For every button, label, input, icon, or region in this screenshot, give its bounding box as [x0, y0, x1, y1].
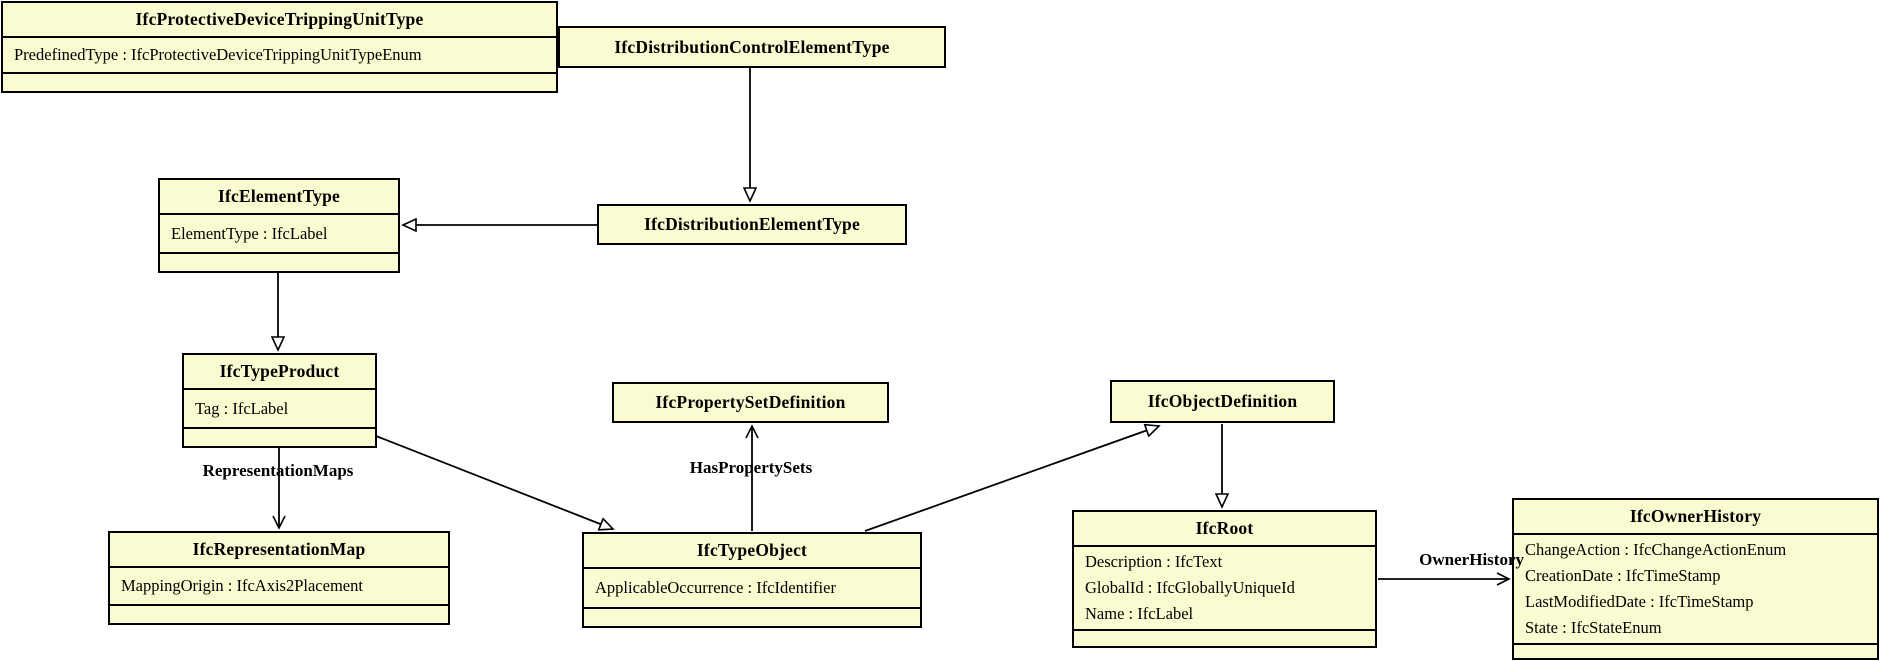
class-empty-compartment	[584, 607, 920, 626]
edge-generalization-typeobject-to-objectdefinition	[864, 426, 1159, 532]
class-box-ifc-protective-device-tripping-unit-type[interactable]: IfcProtectiveDeviceTrippingUnitType Pred…	[1, 1, 558, 93]
class-attributes: Tag : IfcLabel	[184, 388, 375, 427]
class-box-ifc-distribution-element-type[interactable]: IfcDistributionElementType	[597, 204, 907, 245]
class-attributes: PredefinedType : IfcProtectiveDeviceTrip…	[3, 36, 556, 72]
class-title: IfcProtectiveDeviceTrippingUnitType	[135, 9, 424, 29]
class-box-ifc-element-type[interactable]: IfcElementType ElementType : IfcLabel	[158, 178, 400, 273]
class-attributes: ApplicableOccurrence : IfcIdentifier	[584, 567, 920, 607]
class-title: IfcTypeObject	[696, 540, 808, 560]
class-box-ifc-distribution-control-element-type[interactable]: IfcDistributionControlElementType	[558, 26, 946, 68]
class-title: IfcOwnerHistory	[1629, 506, 1762, 526]
class-title: IfcElementType	[217, 186, 341, 206]
edge-generalization-typeproduct-to-typeobject	[375, 435, 613, 529]
class-attributes: ChangeAction : IfcChangeActionEnum Creat…	[1514, 533, 1877, 643]
attribute-line: Description : IfcText	[1085, 552, 1223, 571]
has-property-sets-label: HasPropertySets	[689, 458, 813, 477]
class-title: IfcRepresentationMap	[192, 539, 366, 559]
class-box-ifc-property-set-definition[interactable]: IfcPropertySetDefinition	[612, 382, 889, 423]
class-empty-compartment	[160, 252, 398, 271]
attribute-line: ApplicableOccurrence : IfcIdentifier	[595, 578, 836, 597]
class-title: IfcPropertySetDefinition	[655, 392, 846, 412]
class-box-ifc-root[interactable]: IfcRoot Description : IfcText GlobalId :…	[1072, 510, 1377, 648]
attribute-line: ChangeAction : IfcChangeActionEnum	[1525, 540, 1787, 559]
class-title: IfcTypeProduct	[219, 361, 340, 381]
attribute-line: PredefinedType : IfcProtectiveDeviceTrip…	[14, 45, 422, 64]
class-box-ifc-type-product[interactable]: IfcTypeProduct Tag : IfcLabel	[182, 353, 377, 448]
class-title: IfcRoot	[1195, 518, 1254, 538]
class-attributes: ElementType : IfcLabel	[160, 213, 398, 252]
attribute-line: State : IfcStateEnum	[1525, 618, 1662, 637]
attribute-line: MappingOrigin : IfcAxis2Placement	[121, 576, 363, 595]
class-box-ifc-type-object[interactable]: IfcTypeObject ApplicableOccurrence : Ifc…	[582, 532, 922, 628]
attribute-line: GlobalId : IfcGloballyUniqueId	[1085, 578, 1295, 597]
attribute-line: LastModifiedDate : IfcTimeStamp	[1525, 592, 1754, 611]
class-title: IfcObjectDefinition	[1147, 391, 1298, 411]
representation-maps-label: RepresentationMaps	[202, 461, 354, 480]
attribute-line: Tag : IfcLabel	[195, 398, 289, 418]
class-title: IfcDistributionElementType	[644, 214, 860, 234]
class-empty-compartment	[3, 72, 556, 91]
class-box-ifc-owner-history[interactable]: IfcOwnerHistory ChangeAction : IfcChange…	[1512, 498, 1879, 660]
class-empty-compartment	[1074, 629, 1375, 648]
class-attributes: MappingOrigin : IfcAxis2Placement	[110, 566, 448, 604]
class-empty-compartment	[1514, 643, 1877, 661]
class-title: IfcDistributionControlElementType	[614, 36, 890, 57]
attribute-line: Name : IfcLabel	[1085, 604, 1194, 623]
class-attributes: Description : IfcText GlobalId : IfcGlob…	[1074, 545, 1375, 629]
class-empty-compartment	[110, 604, 448, 623]
class-box-ifc-representation-map[interactable]: IfcRepresentationMap MappingOrigin : Ifc…	[108, 531, 450, 625]
owner-history-label: OwnerHistory	[1419, 550, 1524, 569]
attribute-line: CreationDate : IfcTimeStamp	[1525, 566, 1721, 585]
attribute-line: ElementType : IfcLabel	[171, 223, 328, 243]
class-empty-compartment	[184, 427, 375, 446]
class-box-ifc-object-definition[interactable]: IfcObjectDefinition	[1110, 380, 1335, 423]
